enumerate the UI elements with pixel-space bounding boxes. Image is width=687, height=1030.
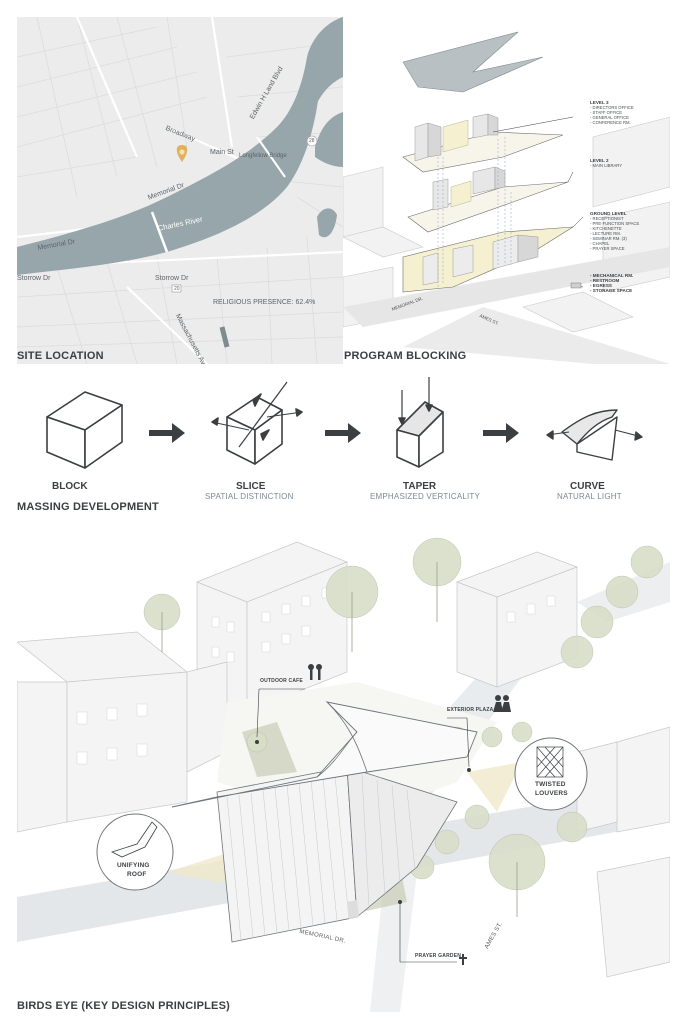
map-label-religious-presence: RELIGIOUS PRESENCE: 62.4%	[213, 299, 316, 306]
level-3-item: - CONFERENCE RM.	[590, 120, 631, 125]
map-label-route-28: 28	[309, 138, 315, 144]
ground-level-label-block: GROUND LEVEL - RECEPTIONIST - PRE-FUNCTI…	[590, 211, 639, 251]
massing-slice	[211, 381, 303, 465]
level-3-item: - STAFF OFFICE	[590, 110, 623, 115]
massing-step-sub: SPATIAL DISTINCTION	[205, 492, 294, 501]
right-arrow-icon	[483, 423, 519, 443]
massing-step-label: TAPER	[403, 481, 437, 492]
callout-outdoor-cafe: OUTDOOR CAFE	[260, 678, 303, 684]
ground-level-item: - KITCHENETTE	[590, 226, 622, 231]
ground-level-item: - RECEPTIONIST	[590, 216, 624, 221]
right-arrow-icon	[149, 423, 185, 443]
ground-level-item: - SEMINAR RM. (3)	[590, 236, 627, 241]
map-label-main-st: Main St	[210, 149, 234, 156]
callout-exterior-plaza: EXTERIOR PLAZA	[447, 707, 494, 713]
level-2-label-block: LEVEL 2 - MAIN LIBRARY	[590, 158, 622, 168]
massing-step-label: SLICE	[236, 481, 266, 492]
ground-level-item: - CHAPEL	[590, 241, 610, 246]
massing-block	[46, 391, 123, 469]
level-2-item: - MAIN LIBRARY	[590, 163, 623, 168]
massing-diagram	[17, 372, 670, 477]
location-pin-icon	[176, 145, 188, 162]
massing-step-label: BLOCK	[52, 481, 88, 492]
massing-step-sub: EMPHASIZED VERTICALITY	[370, 492, 481, 501]
roof-icon	[110, 821, 158, 858]
legend-item: - EGRESS	[590, 283, 612, 288]
callout-prayer-garden: PRAYER GARDEN	[415, 953, 462, 959]
level-3-name: LEVEL 3	[590, 100, 609, 105]
roof-slab	[402, 31, 544, 93]
ground-level-item: - PRAYER SPACE	[590, 246, 625, 251]
main-building	[171, 701, 478, 943]
site-location-map: Broadway Edwin H Land Blvd Main St Longf…	[17, 17, 343, 364]
service-legend: - MECHANICAL RM. - RESTROOM - EGRESS - S…	[590, 273, 633, 293]
map-label-longfellow: Longfellow Bridge	[239, 153, 287, 159]
level-3-item: - GENERAL OFFICE	[590, 115, 629, 120]
massing-title: MASSING DEVELOPMENT	[17, 501, 159, 513]
birds-eye-title: BIRDS EYE (KEY DESIGN PRINCIPLES)	[17, 1000, 230, 1012]
program-blocking-title: PROGRAM BLOCKING	[344, 350, 467, 362]
callout-twisted-louvers: LOUVERS	[535, 790, 568, 797]
ground-level-name: GROUND LEVEL	[590, 211, 627, 216]
ground-level-item: - LECTURE RM.	[590, 231, 621, 236]
massing-curve	[546, 409, 643, 461]
charles-river	[17, 17, 343, 275]
massing-taper	[396, 377, 444, 468]
level-2-slab	[407, 181, 569, 233]
level-3-item: - DIRECTORS OFFICE	[590, 105, 634, 110]
ground-level-item: - PRE-FUNCTION SPACE	[590, 221, 640, 226]
map-label-storrow-1: Storrow Dr	[17, 275, 51, 282]
birds-eye-diagram: OUTDOOR CAFE EXTERIOR PLAZA TWISTED LOUV…	[17, 522, 670, 1012]
cross-icon	[459, 954, 467, 965]
callout-unifying-roof: ROOF	[127, 871, 147, 878]
massing-step-label: CURVE	[570, 481, 605, 492]
cafe-icon	[308, 664, 322, 680]
legend-item: - RESTROOM	[590, 278, 620, 283]
map-graphic	[17, 17, 343, 364]
map-label-route-20: 20	[174, 286, 180, 292]
callout-twisted-louvers: TWISTED	[535, 781, 566, 788]
legend-item: - MECHANICAL RM.	[590, 273, 634, 278]
program-blocking-diagram: LEVEL 3 - DIRECTORS OFFICE - STAFF OFFIC…	[343, 17, 670, 364]
massing-step-sub: NATURAL LIGHT	[557, 492, 622, 501]
level-3-label-block: LEVEL 3 - DIRECTORS OFFICE - STAFF OFFIC…	[590, 100, 634, 125]
people-icon	[493, 695, 511, 712]
map-label-storrow-2: Storrow Dr	[155, 275, 189, 282]
right-arrow-icon	[325, 423, 361, 443]
site-location-title: SITE LOCATION	[17, 350, 104, 362]
louver-icon	[536, 746, 564, 778]
level-2-name: LEVEL 2	[590, 158, 609, 163]
legend-item: - STORAGE SPACE	[590, 288, 633, 293]
callout-unifying-roof: UNIFYING	[117, 862, 150, 869]
